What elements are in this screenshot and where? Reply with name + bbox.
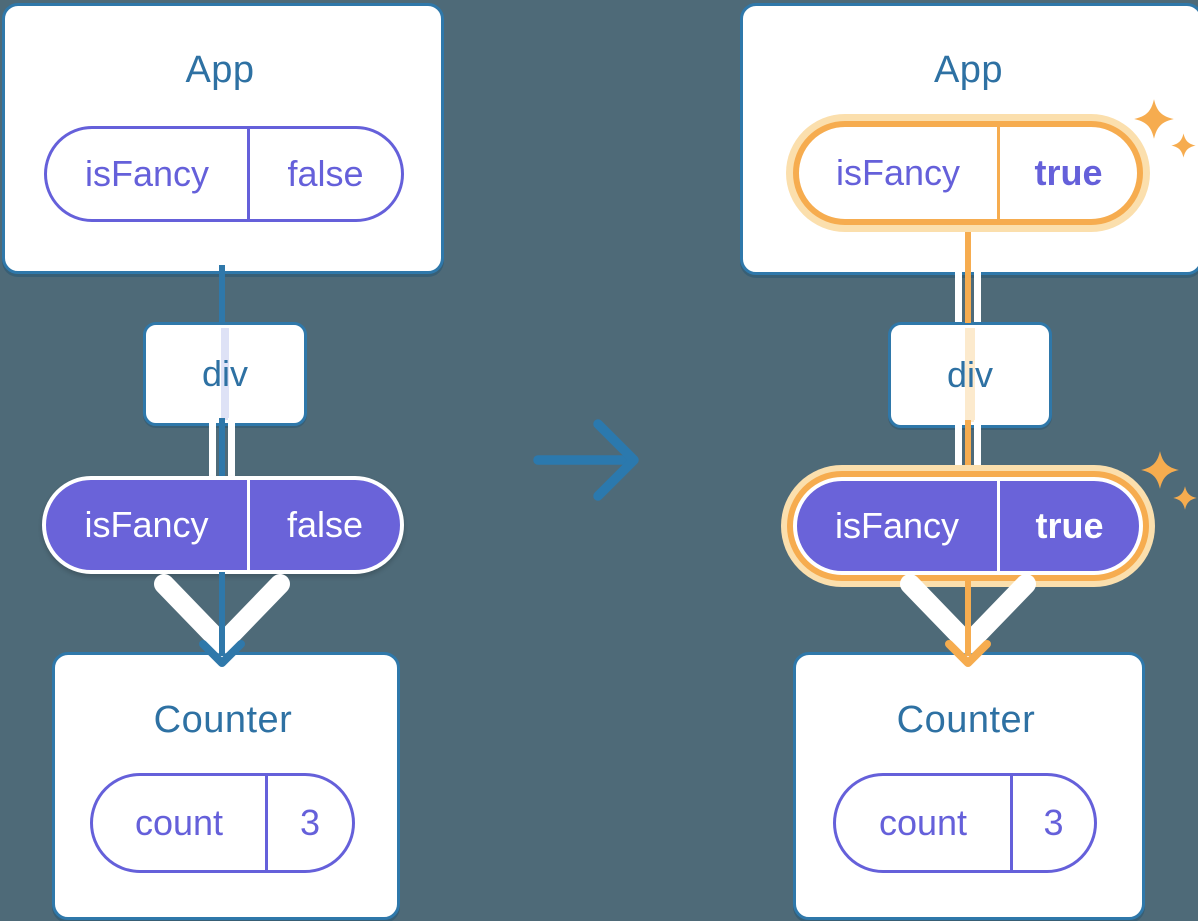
prop-pill-before: isFancy false: [42, 476, 404, 574]
state-name-label: isFancy: [84, 153, 210, 194]
count-value-label: 3: [265, 776, 352, 870]
sparkle-icon: [1171, 133, 1196, 158]
arrowhead-icon-before: [199, 640, 245, 667]
prop-passline-faint-after: [965, 328, 975, 422]
prop-pipe-center-line-before: [219, 418, 225, 478]
sparkle-icon: [1134, 99, 1174, 139]
state-value-label: false: [247, 129, 401, 219]
app-state-pill-before: isFancy false: [44, 126, 404, 222]
count-value-label: 3: [1010, 776, 1094, 870]
prop-name-label: isFancy: [84, 504, 209, 545]
div-label-before: div: [201, 353, 249, 394]
count-name-label: count: [878, 802, 968, 843]
prop-passline-faint-before: [221, 328, 229, 420]
count-name-label: count: [134, 802, 224, 843]
edge-app-to-div-before: [219, 265, 225, 324]
prop-line-app-to-div-after: [965, 230, 971, 323]
prop-pipe-left-bar: [209, 418, 216, 478]
prop-pill-after: isFancy true: [793, 477, 1143, 575]
app-state-pill-after: isFancy true: [793, 121, 1143, 225]
counter-state-pill-after: count 3: [833, 773, 1097, 873]
prop-value-label: false: [247, 480, 400, 570]
prop-pipe-left-bar: [955, 420, 962, 472]
counter-title-after: Counter: [896, 698, 1036, 741]
div-node-before: div: [143, 322, 307, 426]
state-value-label: true: [997, 127, 1137, 219]
prop-value-label: true: [997, 481, 1139, 571]
arrowhead-icon-after: [945, 640, 991, 667]
counter-title-before: Counter: [153, 698, 293, 741]
prop-pipe-right-bar: [228, 418, 235, 478]
edge-pill-to-counter-after: [965, 580, 971, 656]
prop-pipe-right-bar: [974, 420, 981, 472]
div-label-after: div: [946, 354, 994, 395]
counter-state-pill-before: count 3: [90, 773, 355, 873]
prop-pipe-left-bar: [955, 263, 962, 323]
div-node-after: div: [888, 322, 1052, 428]
transition-arrow-icon: [533, 419, 639, 501]
app-title-after: App: [933, 48, 1004, 91]
sparkle-icon: [1173, 486, 1197, 510]
prop-pipe-right-bar: [974, 263, 981, 323]
prop-pipe-center-line-after: [965, 420, 971, 480]
prop-name-label: isFancy: [834, 505, 960, 546]
state-name-label: isFancy: [835, 152, 961, 193]
edge-pill-to-counter-before: [219, 572, 225, 656]
sparkle-icon: [1141, 451, 1179, 489]
app-title-before: App: [185, 48, 255, 91]
